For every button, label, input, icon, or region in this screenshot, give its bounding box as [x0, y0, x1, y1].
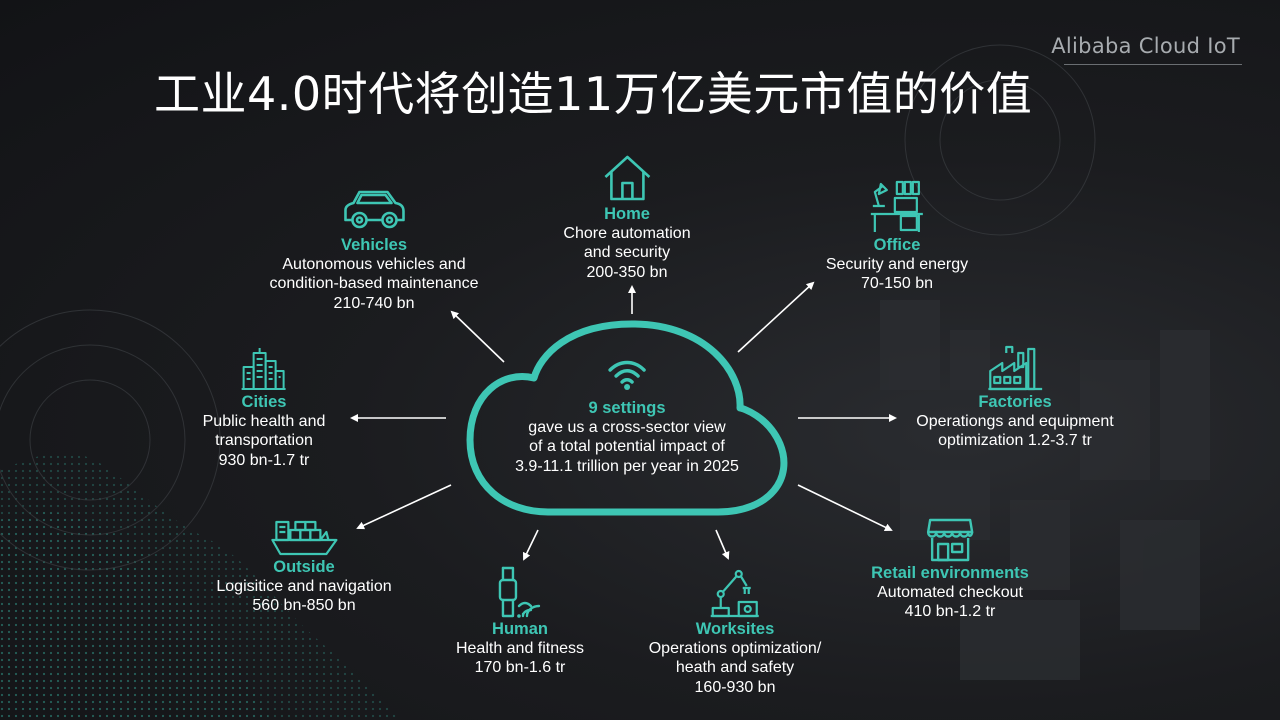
- sector-cities-name: Cities: [241, 393, 287, 411]
- sector-factories-name: Factories: [978, 393, 1052, 411]
- center-line-3: 3.9-11.1 trillion per year in 2025: [515, 457, 739, 475]
- sector-worksites-value: 160-930 bn: [694, 678, 776, 696]
- sector-home-value: 200-350 bn: [586, 263, 668, 281]
- storefront-icon: [926, 518, 974, 562]
- sector-human-value: 170 bn-1.6 tr: [474, 659, 566, 677]
- car-icon: [343, 190, 405, 229]
- sector-retail-name: Retail environments: [871, 564, 1029, 582]
- sector-home-desc-2: and security: [583, 244, 671, 262]
- sector-worksites: Worksites Operations optimization/ heath…: [648, 568, 822, 697]
- sector-office: Office Security and energy 70-150 bn: [826, 180, 968, 294]
- sector-cities-desc-2: transportation: [215, 432, 313, 450]
- center-line-2: of a total potential impact of: [529, 438, 725, 456]
- sector-outside: Outside Logisitice and navigation 560 bn…: [216, 518, 392, 616]
- brand-logo-text: Alibaba Cloud IoT: [1051, 34, 1240, 58]
- office-desk-icon: [871, 180, 923, 232]
- robot-arm-icon: [711, 569, 759, 618]
- ship-icon: [270, 520, 338, 556]
- center-title: 9 settings: [588, 399, 666, 417]
- factory-icon: [988, 345, 1042, 391]
- sector-outside-desc-1: Logisitice and navigation: [216, 578, 392, 595]
- sector-vehicles-desc-1: Autonomous vehicles and: [282, 256, 466, 273]
- sector-factories-desc-1: Operationgs and equipment: [916, 413, 1114, 430]
- sector-outside-value: 560 bn-850 bn: [252, 597, 356, 615]
- sector-worksites-name: Worksites: [695, 620, 775, 638]
- city-icon: [241, 348, 286, 390]
- sector-vehicles-value: 210-740 bn: [333, 294, 415, 312]
- sector-vehicles: Vehicles Autonomous vehicles and conditi…: [269, 186, 479, 313]
- sector-vehicles-name: Vehicles: [340, 236, 408, 254]
- arrow-retail: [797, 484, 893, 531]
- center-summary: 9 settings gave us a cross-sector view o…: [515, 360, 739, 476]
- center-line-1: gave us a cross-sector view: [528, 419, 726, 436]
- sector-outside-name: Outside: [273, 558, 335, 576]
- sector-human-desc-1: Health and fitness: [455, 640, 585, 657]
- sector-human: Human Health and fitness 170 bn-1.6 tr: [456, 566, 584, 678]
- arrow-vehicles: [450, 310, 505, 363]
- arrow-outside: [356, 484, 452, 530]
- sector-worksites-desc-2: heath and safety: [675, 659, 795, 677]
- smartwatch-icon: [498, 566, 541, 618]
- sector-worksites-desc-1: Operations optimization/: [648, 640, 822, 657]
- sector-home-name: Home: [604, 205, 650, 223]
- slide-title: 工业4.0时代将创造11万亿美元市值的价值: [154, 67, 1033, 121]
- sector-home: Home Chore automation and security 200-3…: [563, 153, 691, 282]
- sector-office-name: Office: [873, 236, 921, 254]
- house-icon: [604, 155, 650, 201]
- sector-cities-desc-1: Public health and: [202, 413, 326, 430]
- arrow-office: [737, 281, 815, 353]
- sector-office-value: 70-150 bn: [860, 275, 934, 293]
- sector-vehicles-desc-2: condition-based maintenance: [269, 275, 479, 293]
- cloud-shape: [466, 320, 788, 516]
- wifi-icon: [608, 360, 646, 390]
- sector-retail-value: 410 bn-1.2 tr: [904, 603, 996, 621]
- brand-underline: [1064, 64, 1242, 65]
- sector-factories-value: optimization 1.2-3.7 tr: [938, 432, 1092, 450]
- sector-retail: Retail environments Automated checkout 4…: [871, 518, 1029, 622]
- sector-cities-value: 930 bn-1.7 tr: [218, 451, 310, 469]
- sector-factories: Factories Operationgs and equipment opti…: [916, 345, 1114, 451]
- arrow-worksites: [715, 529, 730, 560]
- arrow-human: [523, 529, 539, 561]
- sector-office-desc-1: Security and energy: [825, 256, 969, 273]
- sector-retail-desc-1: Automated checkout: [877, 584, 1023, 601]
- sector-cities: Cities Public health and transportation …: [202, 347, 326, 470]
- sector-human-name: Human: [492, 620, 548, 638]
- sector-home-desc-1: Chore automation: [563, 225, 691, 242]
